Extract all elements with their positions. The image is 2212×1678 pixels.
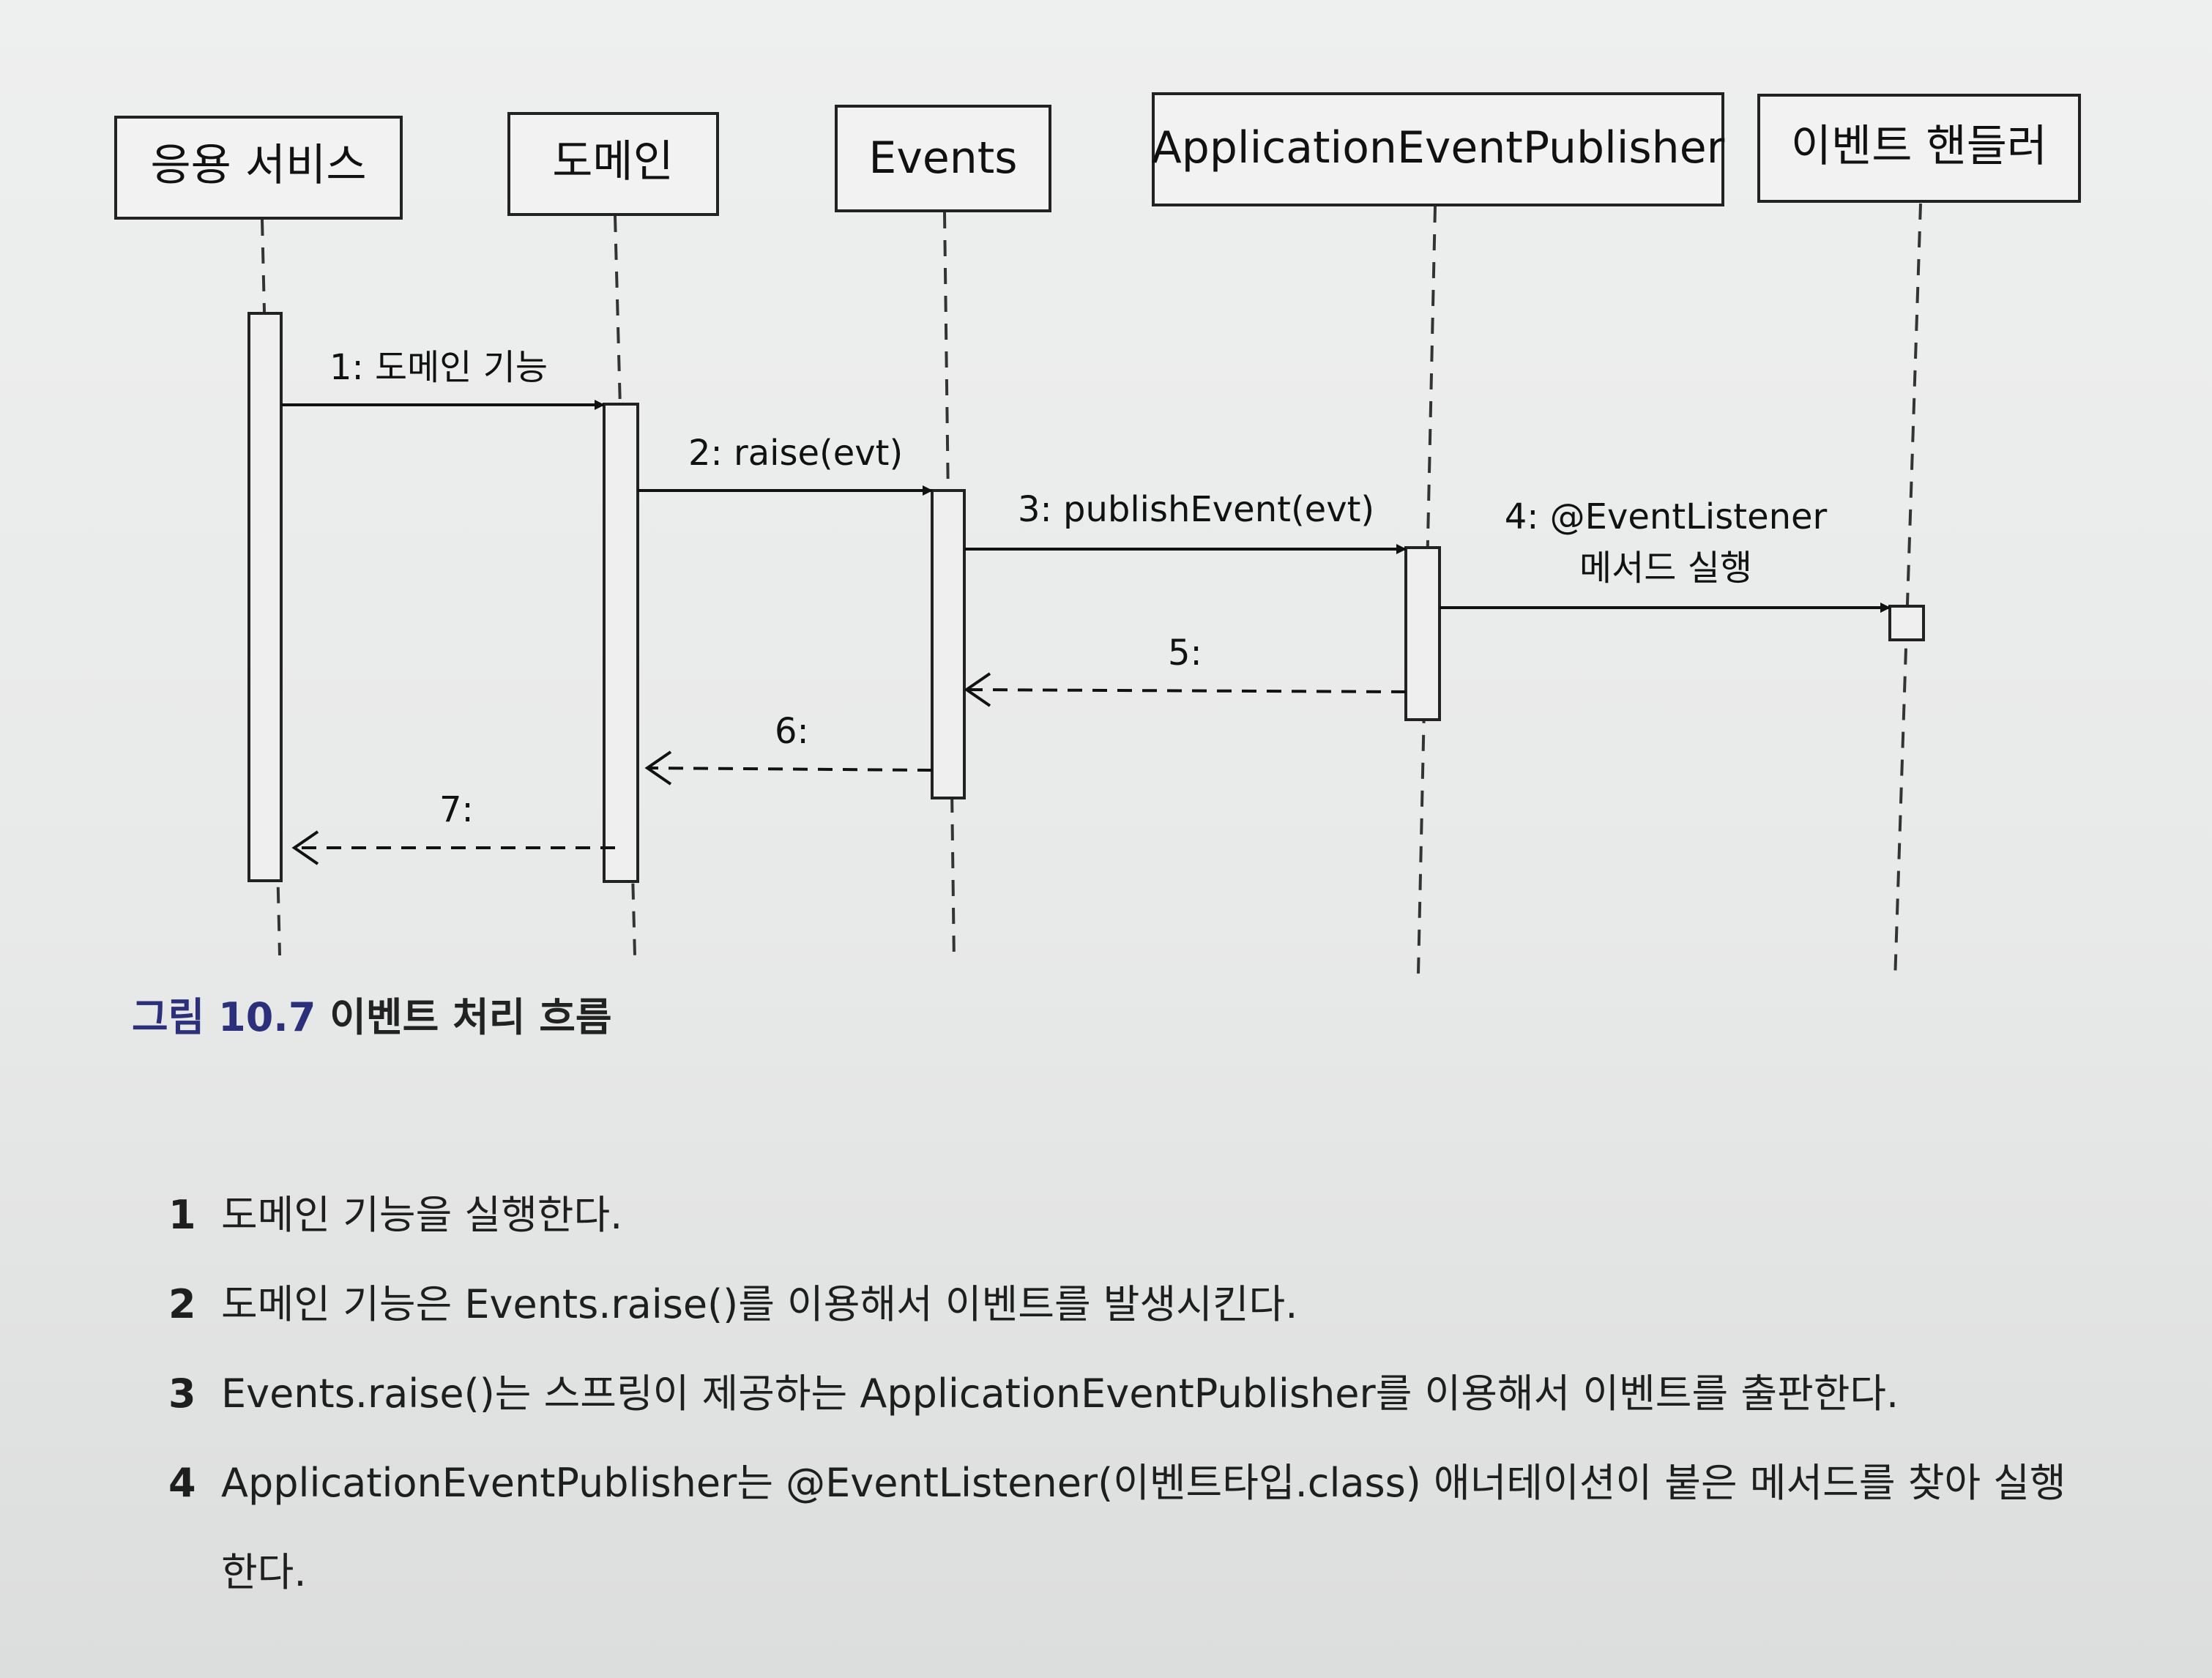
- message-5-arrowhead: [964, 672, 991, 707]
- activation-handler: [1888, 605, 1925, 641]
- message-6-arrow: [647, 767, 933, 772]
- activation-domain: [603, 403, 639, 883]
- participant-label-publisher: ApplicationEventPublisher: [1152, 122, 1725, 174]
- participant-label-app: 응용 서비스: [150, 140, 366, 191]
- message-3-label: 3: publishEvent(evt): [1018, 489, 1374, 530]
- message-4-label-line2: 메서드 실행: [1579, 548, 1752, 589]
- list-item-number: 1: [168, 1192, 196, 1238]
- sequence-diagram: 응용 서비스 도메인 Events ApplicationEventPublis…: [114, 92, 2081, 974]
- participant-publisher: ApplicationEventPublisher: [1152, 92, 1725, 206]
- list-item: 1 도메인 기능을 실행한다.: [168, 1182, 622, 1240]
- list-item-text: ApplicationEventPublisher는 @EventListene…: [221, 1460, 2066, 1506]
- participant-app-service: 응용 서비스: [114, 116, 403, 220]
- message-7-arrowhead: [291, 830, 319, 865]
- list-item-text: Events.raise()는 스프링이 제공하는 ApplicationEve…: [221, 1371, 1899, 1417]
- participant-domain: 도메인: [507, 112, 719, 216]
- list-item: 3 Events.raise()는 스프링이 제공하는 ApplicationEv…: [168, 1361, 1899, 1419]
- participant-events: Events: [835, 105, 1051, 212]
- activation-publisher: [1404, 546, 1441, 721]
- list-item: 2 도메인 기능은 Events.raise()를 이용해서 이벤트를 발생시킨다…: [168, 1272, 1297, 1330]
- participant-label-events: Events: [868, 133, 1017, 184]
- message-5-arrow: [966, 688, 1407, 693]
- list-item: 4 ApplicationEventPublisher는 @EventListen…: [168, 1450, 2066, 1508]
- participant-label-handler: 이벤트 핸들러: [1791, 121, 2047, 172]
- list-item-text: 도메인 기능은 Events.raise()를 이용해서 이벤트를 발생시킨다.: [221, 1281, 1298, 1327]
- participant-label-domain: 도메인: [552, 136, 674, 187]
- list-item-number: 2: [168, 1281, 196, 1327]
- figure-title: 이벤트 처리 흐름: [329, 994, 612, 1040]
- message-6-label: 6:: [775, 711, 809, 752]
- message-7-label: 7:: [439, 789, 474, 830]
- message-1-label: 1: 도메인 기능: [329, 347, 548, 388]
- figure-number: 그림 10.7: [132, 994, 316, 1040]
- message-5-label: 5:: [1168, 633, 1202, 674]
- message-2-label: 2: raise(evt): [688, 433, 903, 474]
- list-item-continuation: 한다.: [221, 1549, 307, 1595]
- participant-event-handler: 이벤트 핸들러: [1757, 94, 2081, 203]
- message-6-arrowhead: [644, 750, 672, 786]
- list-item-text: 도메인 기능을 실행한다.: [221, 1192, 623, 1238]
- message-4-label-line1: 4: @EventListener: [1505, 496, 1828, 537]
- activation-app: [247, 312, 283, 882]
- lifeline-handler: [1893, 203, 1922, 974]
- figure-caption: 그림 10.7 이벤트 처리 흐름: [132, 985, 612, 1043]
- list-item-number: 3: [168, 1371, 196, 1417]
- list-item-number: 4: [168, 1460, 196, 1506]
- activation-events: [931, 489, 966, 799]
